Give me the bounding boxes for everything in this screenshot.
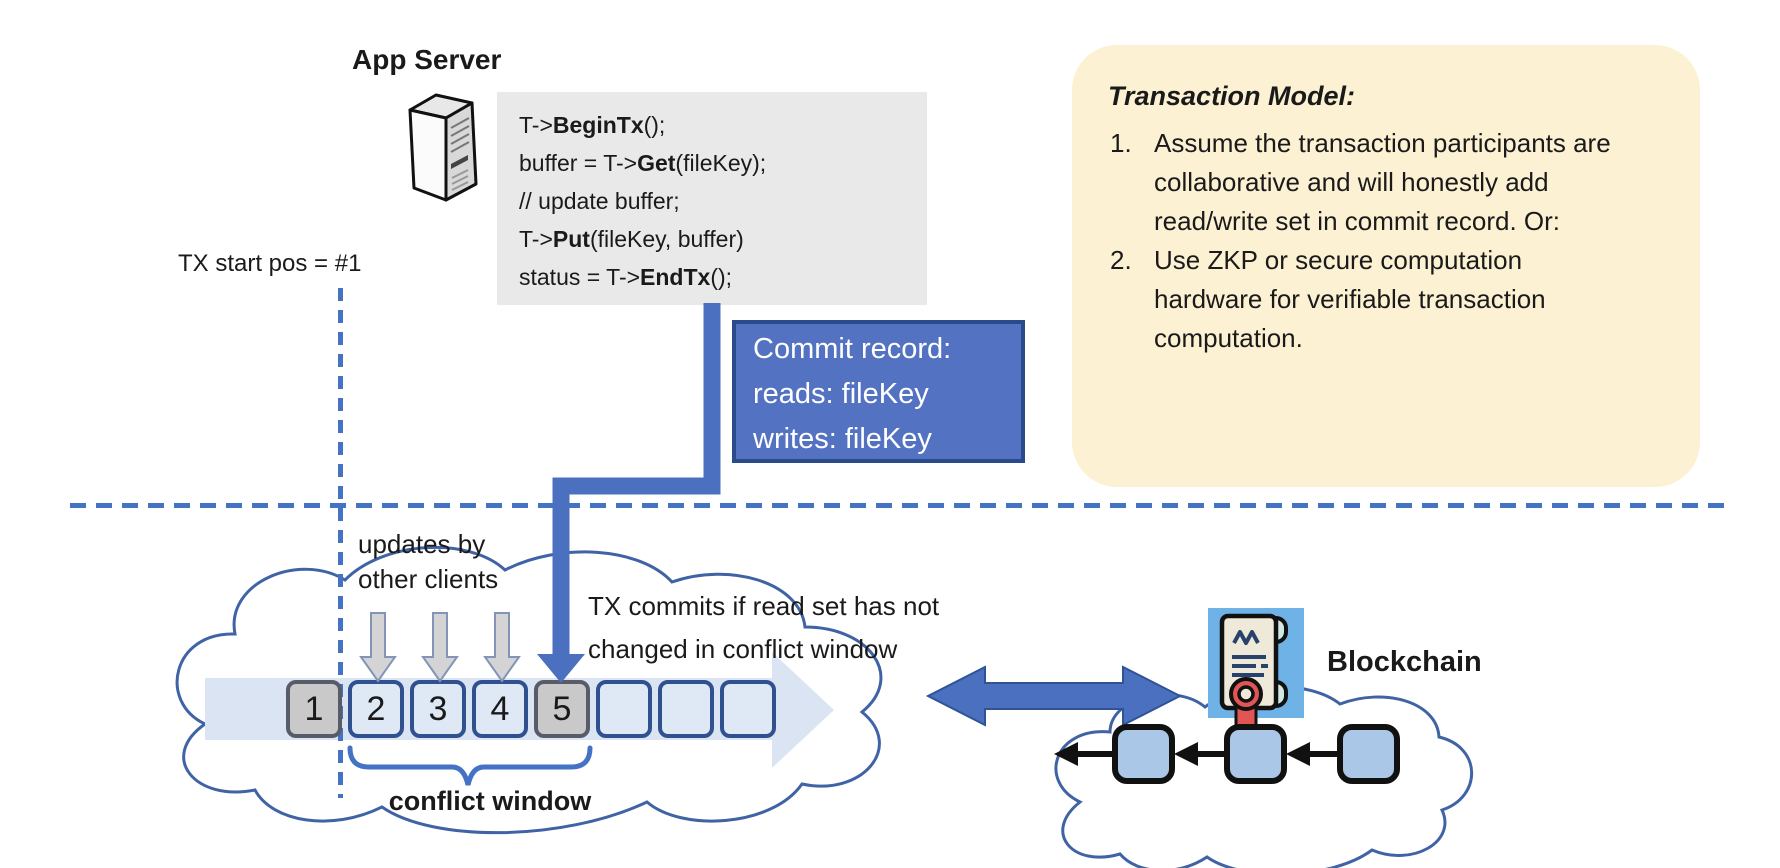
chain-block [1337, 724, 1400, 784]
commit-record-line: Commit record: [753, 333, 952, 365]
chain-block [1224, 724, 1287, 784]
blockchain-label: Blockchain [1327, 646, 1482, 678]
transaction-model-item: Assume the transaction participants are … [1110, 124, 1611, 236]
tx-commit-note-line2: changed in conflict window [588, 634, 898, 664]
update-arrow-icon [359, 612, 397, 683]
tx-start-pos-label: TX start pos = #1 [178, 250, 362, 277]
timeline-block-empty-7 [720, 680, 776, 738]
updates-label-line1: updates by [358, 529, 486, 559]
code-line: // update buffer; [519, 188, 680, 214]
commit-record-box: Commit record: reads: fileKey writes: fi… [732, 320, 1025, 463]
update-arrow-icon [483, 612, 521, 683]
chain-arrow [1054, 742, 1113, 766]
chain-arrow [1174, 742, 1225, 766]
app-server-title: App Server [352, 44, 502, 75]
code-block: T->BeginTx(); buffer = T->Get(fileKey); //… [497, 92, 927, 305]
commit-record-line: writes: fileKey [753, 423, 932, 455]
code-line: T->Put(fileKey, buffer) [519, 226, 744, 252]
chain-blocks [1112, 724, 1400, 784]
tx-commit-note-line1: TX commits if read set has not [588, 591, 940, 621]
transaction-model-title: Transaction Model: [1108, 81, 1356, 111]
code-line: status = T->EndTx(); [519, 264, 733, 290]
commit-flow-arrowhead [537, 654, 585, 683]
timeline-block-2: 2 [348, 680, 404, 738]
conflict-window-brace [347, 745, 593, 786]
timeline-block-4: 4 [472, 680, 528, 738]
blockchain-cloud [1054, 684, 1474, 868]
timeline-block-1: 1 [286, 680, 342, 738]
tx-commit-note: TX commits if read set has not changed i… [588, 585, 939, 671]
updates-label-line2: other clients [358, 564, 499, 594]
code-line: buffer = T->Get(fileKey); [519, 150, 767, 176]
updates-by-other-clients-label: updates by other clients [358, 527, 498, 597]
certificate-icon [1208, 608, 1304, 738]
chain-block [1112, 724, 1175, 784]
server-icon [408, 93, 478, 202]
code-line: T->BeginTx(); [519, 112, 666, 138]
transaction-model-item: Use ZKP or secure computation hardware f… [1110, 241, 1546, 353]
conflict-window-label: conflict window [388, 786, 592, 816]
separator-dashed-line [70, 503, 1725, 508]
commit-record-line: reads: fileKey [753, 378, 929, 410]
timeline-block-empty-5 [596, 680, 652, 738]
update-arrow-icon [421, 612, 459, 683]
transaction-model-list: Assume the transaction participants are … [1108, 124, 1700, 358]
timeline-block-3: 3 [410, 680, 466, 738]
tx-start-dashed-line [338, 288, 343, 798]
sync-double-arrow-icon [925, 665, 1183, 727]
transaction-model-panel: Transaction Model: Assume the transactio… [1072, 45, 1700, 487]
chain-arrow [1286, 742, 1338, 766]
timeline-block-empty-6 [658, 680, 714, 738]
timeline-block-5: 5 [534, 680, 590, 738]
